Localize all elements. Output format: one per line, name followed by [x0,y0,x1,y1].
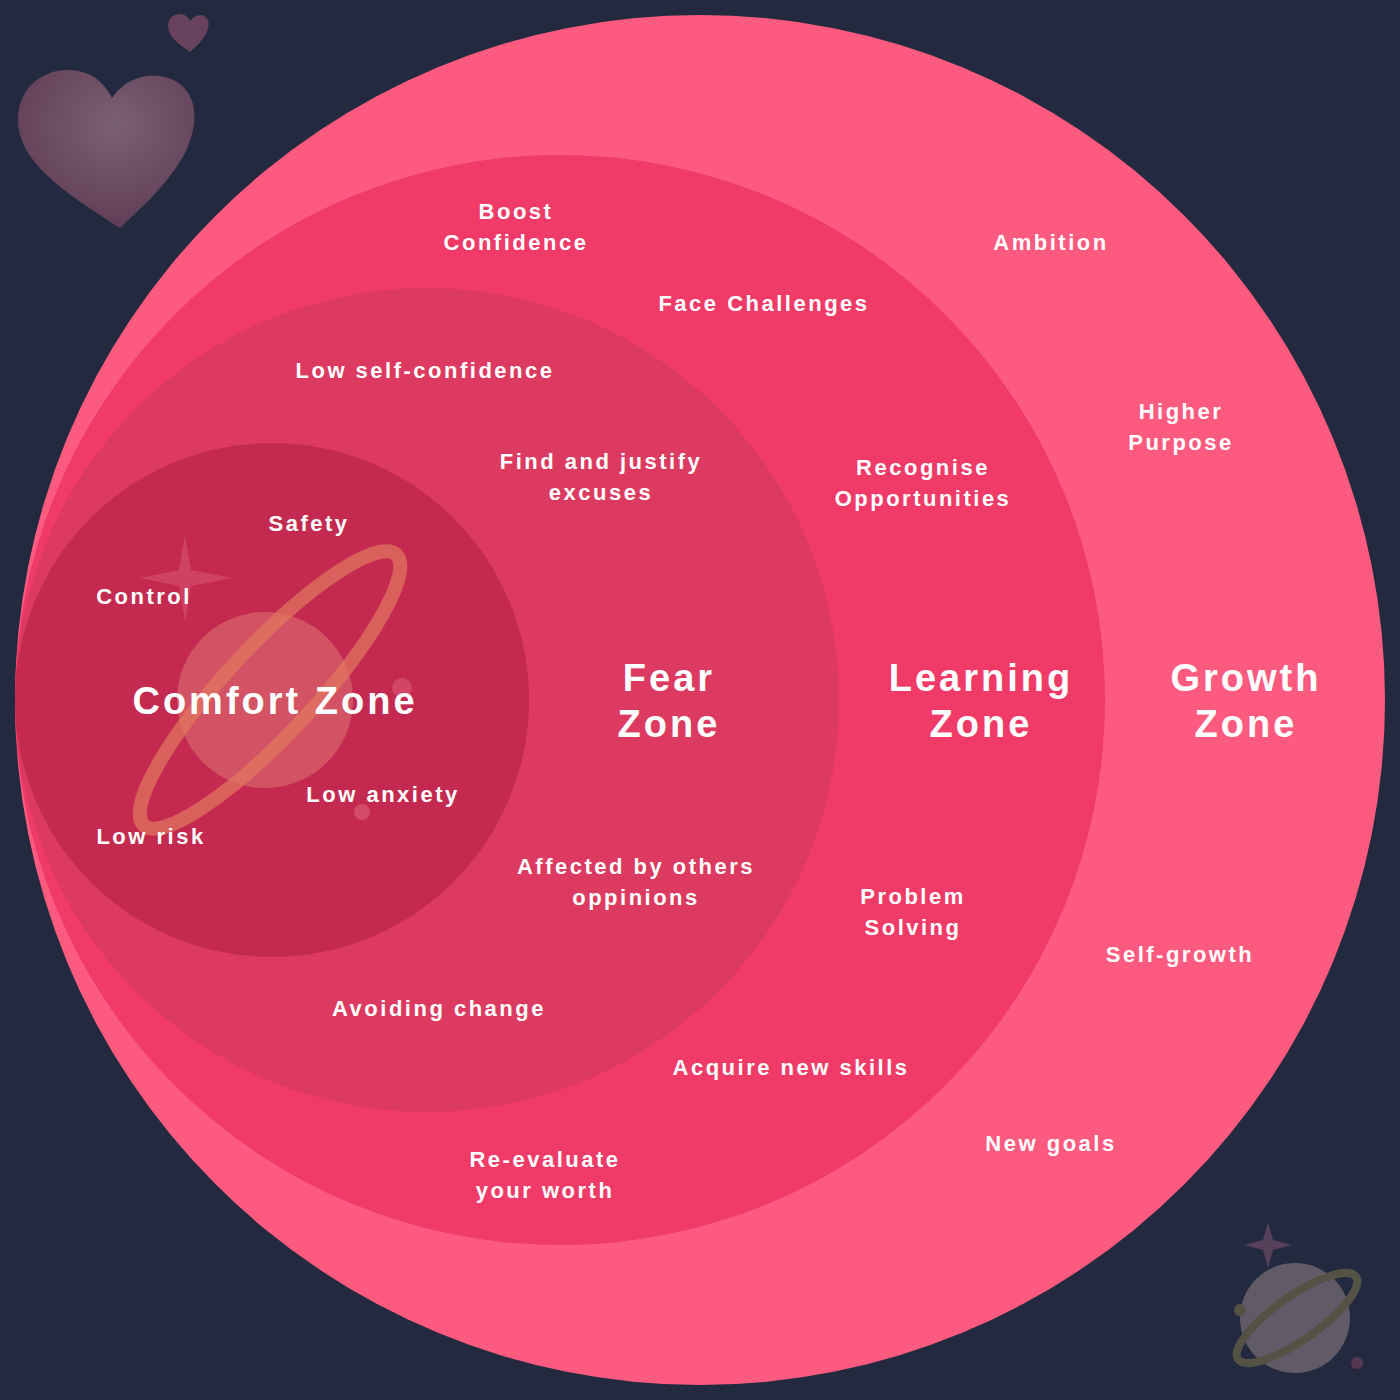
text-anchor: Boost Confidence [424,197,609,259]
zone-circle-fill [15,443,529,957]
zone-circle-fill [15,15,1385,1385]
text-anchor: Face Challenges [658,289,869,320]
text-anchor: Ambition [993,228,1108,259]
zone-trait: Re-evaluate your worth [443,1145,648,1207]
text-anchor: Find and justify excuses [459,447,744,509]
zone-trait: New goals [985,1129,1116,1160]
zone-trait: Boost Confidence [424,197,609,259]
zone-trait: Low anxiety [306,780,459,811]
zone-title: Growth Zone [1146,656,1346,747]
text-anchor: Growth Zone [1146,656,1346,747]
text-anchor: Low anxiety [306,780,459,811]
zone-trait: Recognise Opportunities [803,453,1043,515]
zone-title: Learning Zone [856,656,1106,747]
zone-trait: Low risk [96,822,205,853]
corner-planet [1225,1222,1368,1377]
text-anchor: Avoiding change [332,994,546,1025]
text-anchor: Low self-confidence [296,356,555,387]
zone-trait: Face Challenges [658,289,869,320]
zone-trait: Self-growth [1106,940,1255,971]
zone-circle: Comfort ZoneSafetyControlLow anxietyLow … [15,288,839,1112]
text-anchor: New goals [985,1129,1116,1160]
zone-trait: Find and justify excuses [459,447,744,509]
text-anchor: Learning Zone [856,656,1106,747]
text-anchor: Self-growth [1106,940,1255,971]
zone-trait: Problem Solving [838,882,988,944]
text-anchor: Affected by others oppinions [481,852,791,914]
zone-title: Comfort Zone [132,679,417,725]
heart-big [18,70,194,228]
zone-circle: Comfort Zone SafetyControlLow anxietyLow … [15,443,529,957]
zone-circle-fill [15,288,839,1112]
heart-small [168,14,209,52]
zone-trait: Affected by others oppinions [481,852,791,914]
zone-trait: Control [96,582,192,613]
text-anchor: Recognise Opportunities [803,453,1043,515]
zone-trait: Acquire new skills [673,1053,910,1084]
text-anchor: Fear Zone [589,656,749,747]
text-anchor: Safety [268,509,349,540]
zone-trait: Low self-confidence [296,356,555,387]
zone-trait: Ambition [993,228,1108,259]
zone-trait: Safety [268,509,349,540]
text-anchor: Low risk [96,822,205,853]
zone-trait: Avoiding change [332,994,546,1025]
zone-circle: Comfort ZoneSafetyControlLow anxietyLow … [15,155,1105,1245]
text-anchor: Problem Solving [838,882,988,944]
zone-title: Fear Zone [589,656,749,747]
text-anchor: Acquire new skills [673,1053,910,1084]
text-anchor: Re-evaluate your worth [443,1145,648,1207]
text-anchor: Higher Purpose [1106,397,1256,459]
zone-circle-fill [15,155,1105,1245]
text-anchor: Control [96,582,192,613]
zone-circle: Comfort ZoneSafetyControlLow anxietyLow … [15,15,1385,1385]
zone-trait: Higher Purpose [1106,397,1256,459]
text-anchor: Comfort Zone [132,679,417,725]
